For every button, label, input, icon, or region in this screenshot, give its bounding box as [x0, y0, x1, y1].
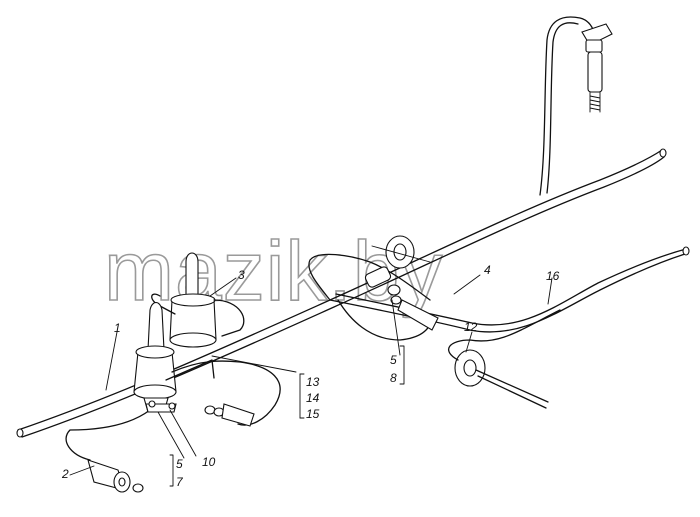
- callout-13: 13: [306, 375, 320, 389]
- callout-12: 12: [464, 320, 478, 334]
- callout-16: 16: [546, 269, 560, 283]
- bracket-10: [145, 400, 177, 413]
- loop-hose: [308, 253, 433, 341]
- callout-labels: 1 2 3 4 5 8 12 16 13 14 15 5 7 10: [61, 263, 560, 489]
- callout-10: 10: [202, 455, 216, 469]
- sensor-1: [133, 301, 177, 413]
- callout-1: 1: [114, 321, 121, 335]
- upper-tube: [539, 16, 595, 196]
- callout-5-lower: 5: [176, 457, 183, 471]
- callout-8: 8: [390, 371, 397, 385]
- plug-connector: [204, 403, 255, 427]
- callout-3: 3: [238, 268, 245, 282]
- connector-2: [87, 459, 144, 493]
- leader-lines: [69, 274, 553, 487]
- grommet-12: [447, 309, 561, 409]
- connector-4: [364, 266, 439, 331]
- callout-2: 2: [61, 467, 69, 481]
- callout-5-upper: 5: [390, 353, 397, 367]
- grommet-upper: [371, 235, 431, 269]
- callout-14: 14: [306, 391, 320, 405]
- callout-7: 7: [176, 475, 184, 489]
- wiring: [65, 359, 281, 461]
- callout-4: 4: [484, 263, 491, 277]
- sensor-3: [151, 252, 245, 348]
- callout-15: 15: [306, 407, 320, 421]
- top-fitting: [581, 23, 613, 113]
